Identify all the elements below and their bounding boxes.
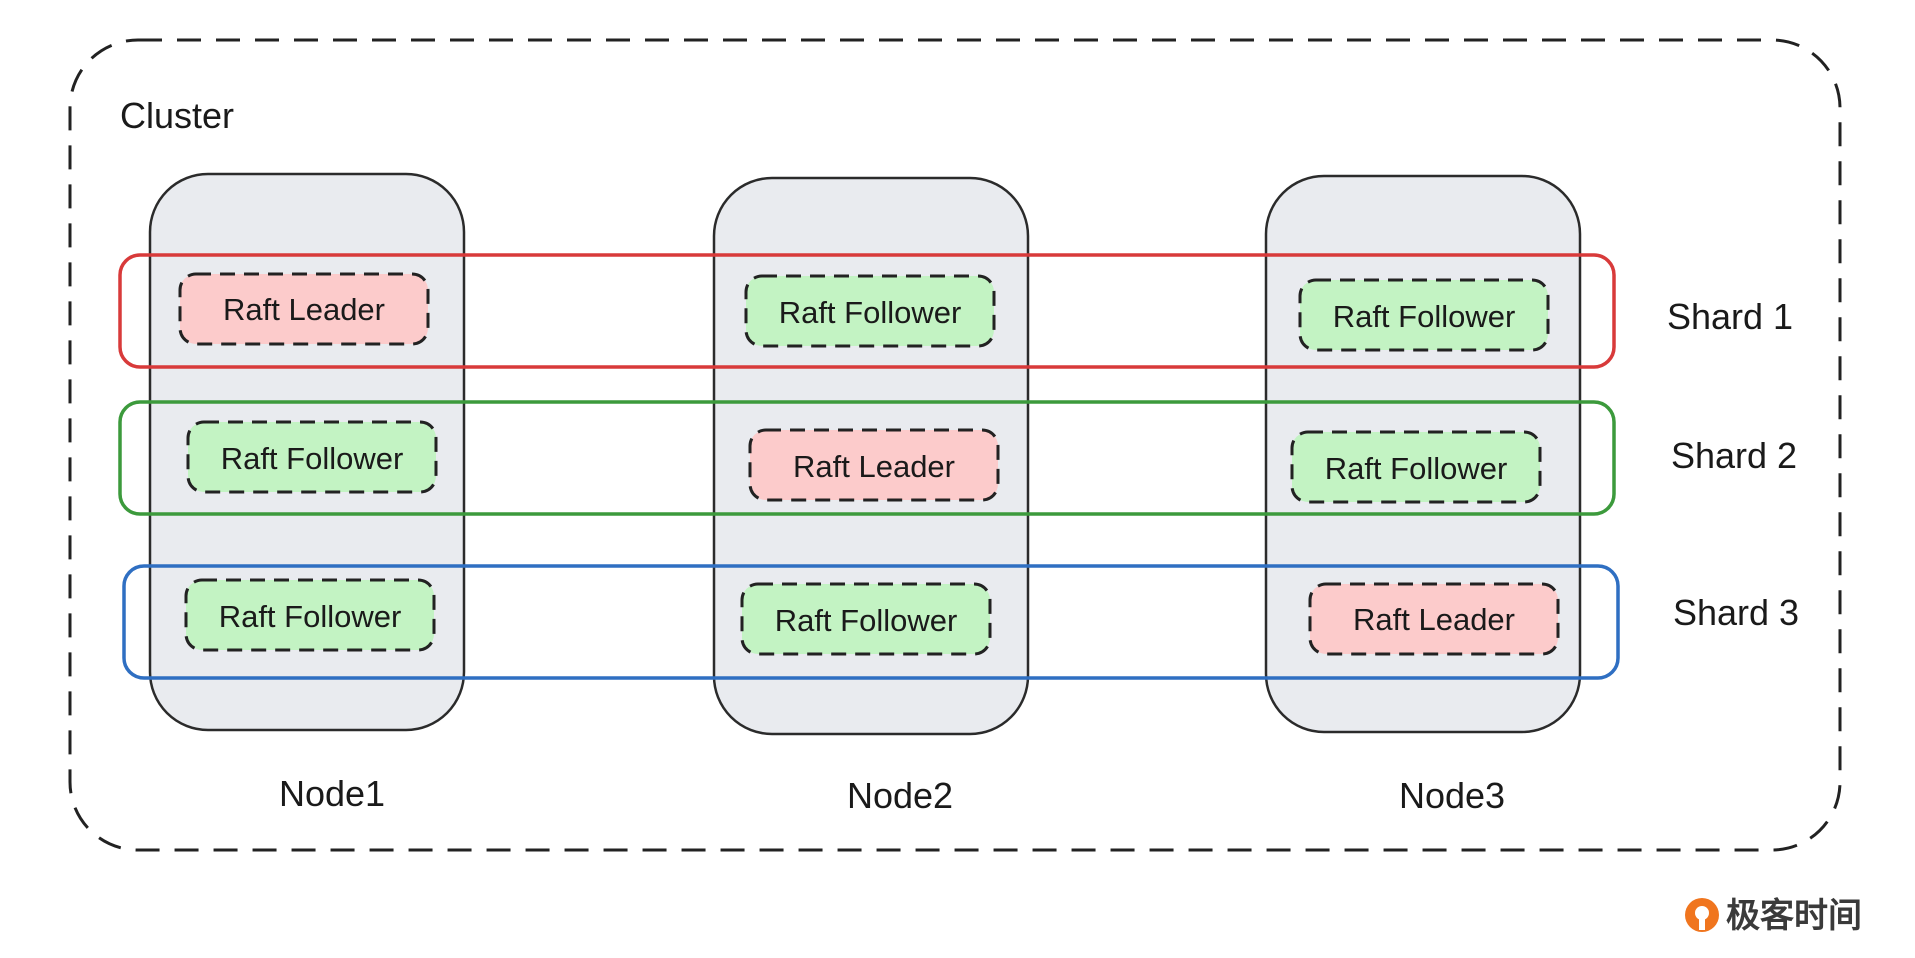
shard-outline (118, 253, 1616, 369)
raft-replica-label: Raft Follower (1325, 451, 1508, 486)
shard-label: Shard 3 (1673, 592, 1799, 633)
raft-replica-label: Raft Follower (219, 599, 402, 634)
node-label: Node3 (1399, 775, 1505, 816)
raft-replica-box (1298, 278, 1550, 352)
brand-label: 极客时间 (1726, 896, 1862, 936)
shard-row-2: Raft Follower Raft Leader Raft Follower … (118, 400, 1797, 516)
shard-outline (118, 400, 1616, 516)
raft-replica-box (748, 428, 1000, 502)
raft-replica-label: Raft Follower (775, 603, 958, 638)
geektime-logo-icon (1685, 898, 1719, 932)
cluster-label: Cluster (120, 95, 234, 136)
node-column-1: Node1 (148, 172, 466, 814)
raft-replica-box (740, 582, 992, 656)
cluster-boundary (68, 38, 1842, 852)
raft-replica-box (186, 420, 438, 494)
raft-replica-label: Raft Leader (793, 449, 955, 484)
brand-watermark: 极客时间 (1685, 896, 1862, 936)
shard-row-1: Raft Leader Raft Follower Raft Follower … (118, 253, 1793, 369)
cluster-group: Cluster (68, 38, 1842, 852)
raft-replica-label: Raft Leader (1353, 602, 1515, 637)
shard-outline (122, 564, 1620, 680)
shard-label: Shard 2 (1671, 435, 1797, 476)
node-label: Node2 (847, 775, 953, 816)
raft-replica-label: Raft Follower (221, 441, 404, 476)
raft-replica-label: Raft Follower (779, 295, 962, 330)
raft-replica-label: Raft Follower (1333, 299, 1516, 334)
raft-replica-box (178, 272, 430, 346)
shard-label: Shard 1 (1667, 296, 1793, 337)
shard-row-3: Raft Follower Raft Follower Raft Leader … (122, 564, 1799, 680)
raft-replica-box (1308, 582, 1560, 656)
raft-replica-box (744, 274, 996, 348)
node-label: Node1 (279, 773, 385, 814)
raft-replica-label: Raft Leader (223, 292, 385, 327)
raft-replica-box (184, 578, 436, 652)
raft-replica-box (1290, 430, 1542, 504)
